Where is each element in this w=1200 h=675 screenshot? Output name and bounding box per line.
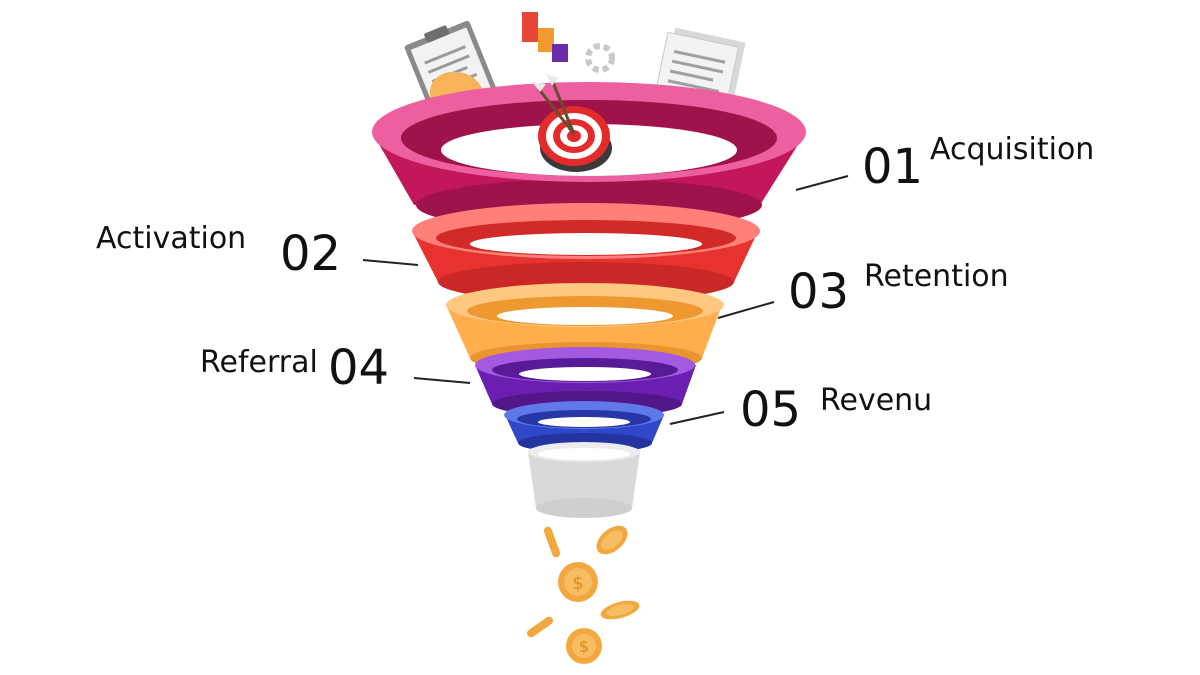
stage-number-03: 03 <box>788 264 849 320</box>
leader-line-03 <box>717 301 775 319</box>
dollar-coin-icon <box>596 525 628 555</box>
gear-icon <box>585 43 615 73</box>
stage-number-02: 02 <box>280 226 341 282</box>
stage-number-04: 04 <box>328 340 389 396</box>
stage-name-acquisition: Acquisition <box>930 132 1094 167</box>
leader-line-02 <box>362 259 419 266</box>
dollar-coin-icon <box>543 526 561 558</box>
svg-text:$: $ <box>572 573 583 594</box>
dollar-coin-icon <box>526 616 554 638</box>
dollar-coin-icon <box>600 600 640 620</box>
stage-number-05: 05 <box>740 382 801 438</box>
funnel <box>372 82 806 518</box>
stage-name-activation: Activation <box>96 221 246 256</box>
leader-line-04 <box>413 377 471 384</box>
funnel-spout <box>528 442 640 518</box>
stage-number-01: 01 <box>862 139 923 195</box>
leader-line-05 <box>669 411 725 425</box>
stage-name-retention: Retention <box>864 259 1009 294</box>
svg-text:$: $ <box>579 637 589 656</box>
stage-name-revenu: Revenu <box>820 383 932 418</box>
dollar-coin-icon: $ <box>566 628 602 664</box>
bar-blocks-icon <box>522 12 568 62</box>
target-icon <box>532 74 612 172</box>
leader-line-01 <box>795 175 849 191</box>
dollar-coin-icon: $ <box>558 562 598 602</box>
stage-name-referral: Referral <box>200 345 318 380</box>
